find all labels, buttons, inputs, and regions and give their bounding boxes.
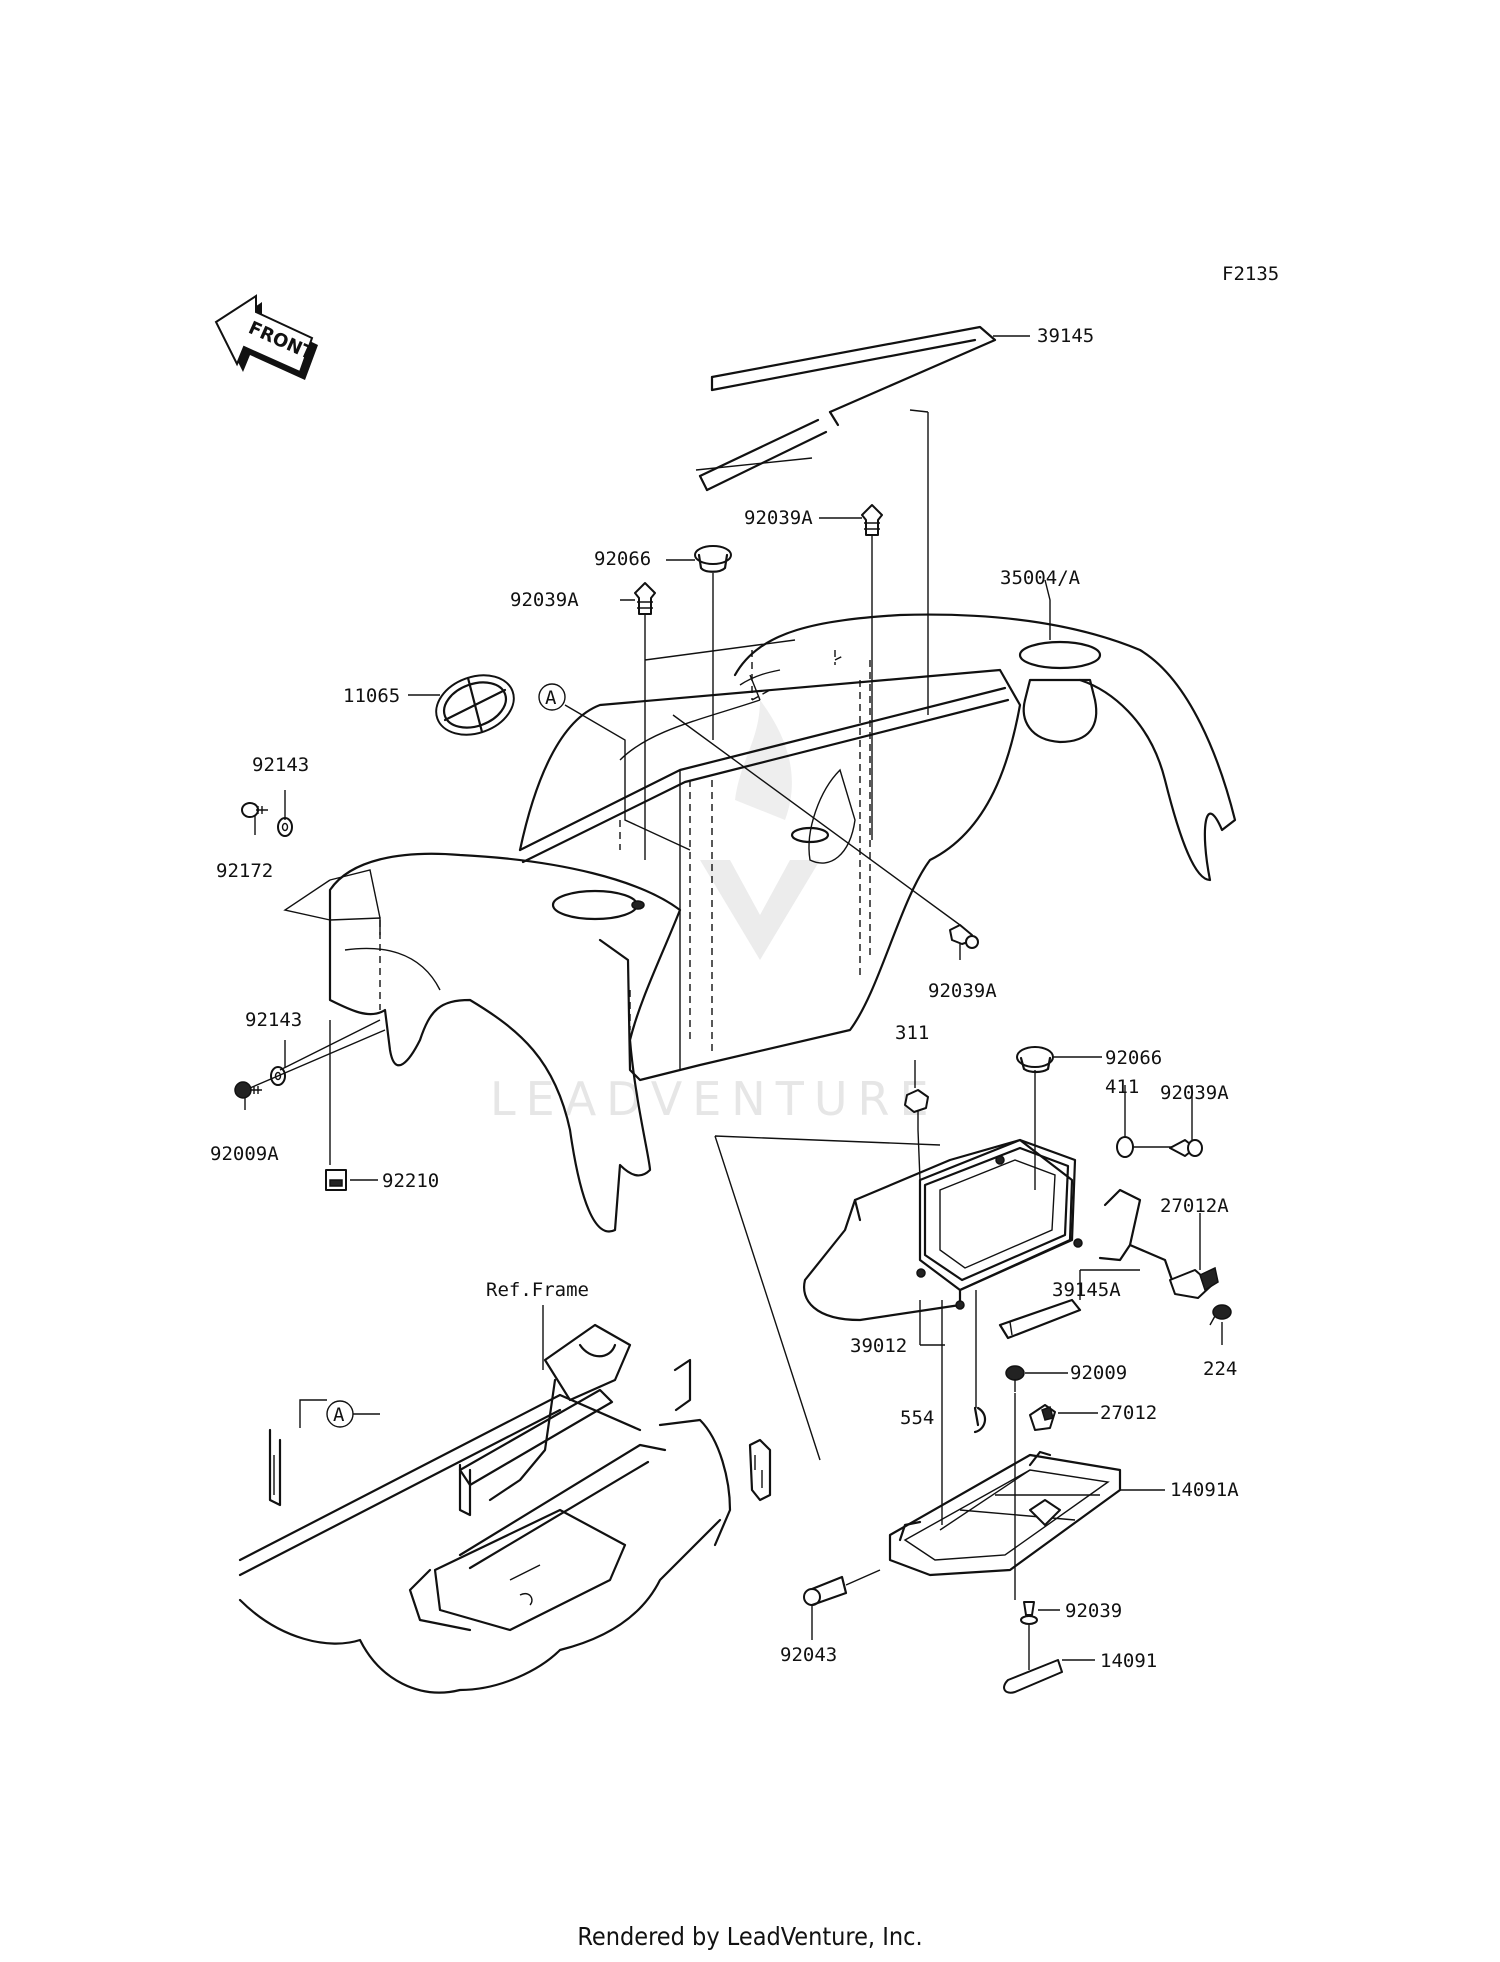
label-92172: 92172 (216, 860, 273, 882)
bolt-92009 (1005, 1365, 1025, 1392)
label-92143-bottom: 92143 (245, 1009, 302, 1031)
plug-92066-right (1016, 1046, 1054, 1074)
label-14091A: 14091A (1170, 1479, 1239, 1501)
bolt-92009A (234, 1081, 262, 1099)
seal-39145A (998, 1298, 1082, 1340)
diagram-code: F2135 (1222, 263, 1279, 285)
nut-92210 (325, 1169, 347, 1191)
part-labels: 39145 92039A 92066 92039A 35004/A 11065 … (210, 325, 1239, 1672)
clip-92039A-right (1169, 1139, 1203, 1157)
rivet-92039 (1020, 1601, 1038, 1625)
clip-92039A-left (634, 582, 656, 615)
label-92039A-left: 92039A (510, 589, 579, 611)
pin-92043 (803, 1575, 848, 1607)
label-92039A-mid: 92039A (928, 980, 997, 1002)
label-27012A: 27012A (1160, 1195, 1229, 1217)
front-arrow-icon: FRONT (214, 294, 318, 380)
callout-A-lower: A (326, 1400, 354, 1428)
label-92066-right: 92066 (1105, 1047, 1162, 1069)
label-39145A: 39145A (1052, 1279, 1121, 1301)
callout-A-upper-text: A (545, 687, 557, 709)
label-92009A: 92009A (210, 1143, 279, 1165)
dashed-lines (379, 650, 871, 1055)
label-35004A: 35004/A (1000, 567, 1081, 589)
callout-A-lower-text: A (333, 1404, 345, 1426)
label-92009: 92009 (1070, 1362, 1127, 1384)
label-ref-frame: Ref.Frame (486, 1279, 589, 1301)
nut-311 (904, 1089, 929, 1113)
screw-92172 (241, 802, 268, 818)
disk-11065 (435, 674, 515, 736)
screw-224 (1209, 1304, 1232, 1326)
hinge-14091 (1003, 1659, 1063, 1694)
label-92039: 92039 (1065, 1600, 1122, 1622)
label-92066-top: 92066 (594, 548, 651, 570)
leader-lines (244, 335, 1223, 1670)
watermark: LEADVENTURE (490, 700, 939, 1126)
storage-box-39012 (803, 1138, 1083, 1322)
rail-seal-39145 (698, 325, 997, 492)
clip-92039A-mid (949, 924, 979, 949)
clip-92039A-top (861, 504, 883, 536)
label-92039A-right: 92039A (1160, 1082, 1229, 1104)
label-92039A-top: 92039A (744, 507, 813, 529)
label-92210: 92210 (382, 1170, 439, 1192)
rear-fender-35004 (328, 613, 1237, 1233)
bar-27012A (1098, 1188, 1219, 1299)
ref-frame-drawing (238, 1323, 772, 1694)
label-311: 311 (895, 1022, 929, 1044)
pin-554 (973, 1406, 987, 1434)
footer-credit: Rendered by LeadVenture, Inc. (577, 1922, 923, 1951)
lid-14091A (888, 1450, 1122, 1577)
label-554: 554 (900, 1407, 934, 1429)
label-224: 224 (1203, 1358, 1237, 1380)
label-411: 411 (1105, 1076, 1139, 1098)
latch-27012 (1029, 1404, 1056, 1431)
label-92043: 92043 (780, 1644, 837, 1666)
washer-92143-top (277, 817, 293, 837)
callout-A-upper: A (538, 683, 566, 711)
label-92143-top: 92143 (252, 754, 309, 776)
plug-92066-top (694, 545, 732, 573)
label-39145: 39145 (1037, 325, 1094, 347)
label-14091: 14091 (1100, 1650, 1157, 1672)
washer-411 (1116, 1136, 1134, 1158)
watermark-text: LEADVENTURE (490, 1072, 939, 1126)
label-39012: 39012 (850, 1335, 907, 1357)
label-11065: 11065 (343, 685, 400, 707)
label-27012: 27012 (1100, 1402, 1157, 1424)
